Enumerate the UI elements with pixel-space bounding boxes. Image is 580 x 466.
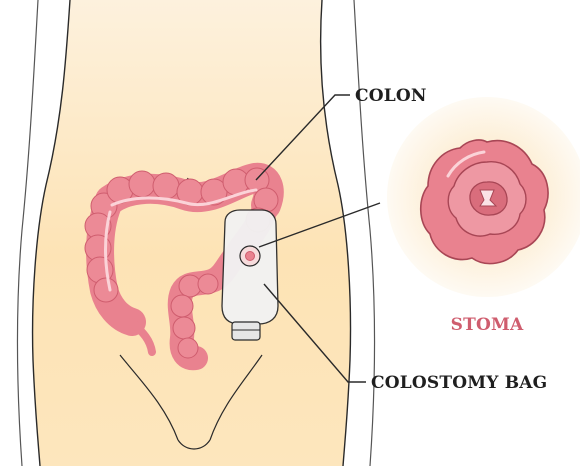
bag-outlet — [232, 322, 260, 340]
bag-body — [222, 210, 278, 324]
torso-right-inner-line — [354, 0, 375, 466]
stoma-label: STOMA — [451, 315, 524, 335]
stoma-detail — [387, 97, 580, 297]
bag-stoma-opening — [246, 252, 255, 261]
colostomy-bag-label: COLOSTOMY BAG — [371, 373, 547, 393]
colon-label: COLON — [355, 86, 427, 106]
colostomy-bag — [222, 210, 278, 340]
torso — [18, 0, 375, 466]
torso-silhouette — [33, 0, 351, 466]
